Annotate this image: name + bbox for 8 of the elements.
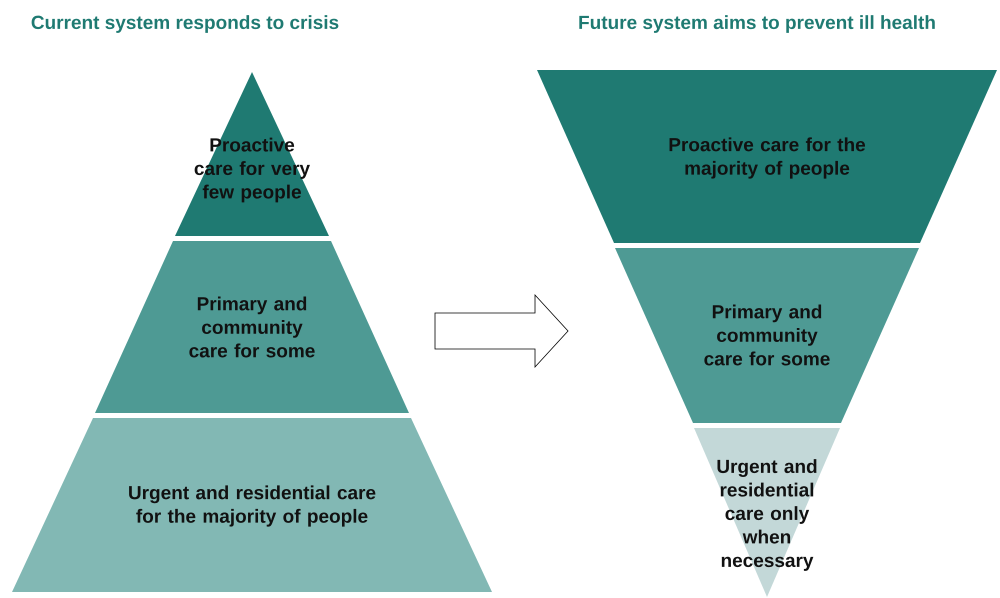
block-arrow xyxy=(434,294,569,368)
pyramid-level: Primary and community care for some xyxy=(95,241,409,413)
pyramid-level: Proactive care for the majority of people xyxy=(537,70,997,243)
pyramid-level: Urgent and residential care only when necessary xyxy=(694,428,840,597)
pyramid-level: Urgent and residential care for the majority of people xyxy=(12,418,492,592)
pyramid-level: Primary and community care for some xyxy=(615,248,919,423)
heading: Current system responds to crisis xyxy=(32,15,338,33)
heading: Future system aims to prevent ill health xyxy=(579,15,935,33)
